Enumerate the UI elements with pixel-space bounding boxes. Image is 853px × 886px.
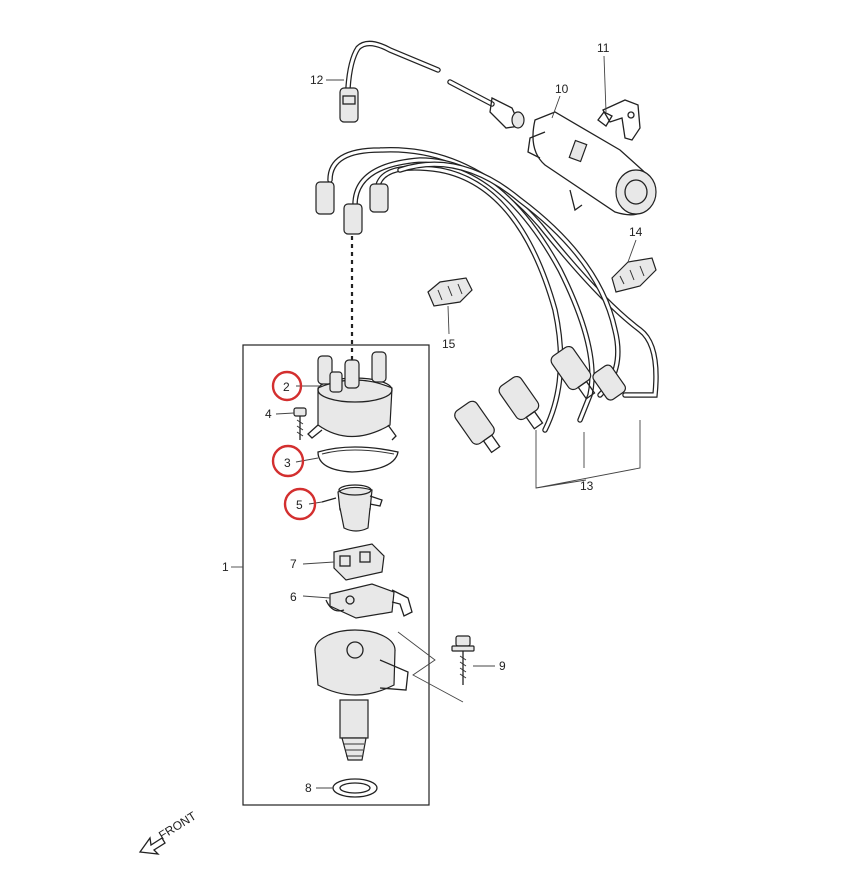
o-ring [332,778,378,798]
front-direction-indicator: FRONT [138,808,199,855]
callout-8: 8 [305,781,312,795]
callout-4: 4 [265,407,272,421]
callout-11: 11 [597,41,610,55]
callout-5: 5 [296,498,303,512]
callout-6: 6 [290,590,297,604]
front-label: FRONT [156,808,199,842]
front-arrow-icon [138,836,166,855]
callout-leaders [231,55,641,789]
callout-labels: 1 2 3 4 5 6 7 8 9 10 11 12 13 14 15 [222,41,643,795]
callout-13: 13 [580,479,594,493]
pickup-plate-6 [325,583,413,619]
distributor-rotor [321,484,383,532]
callout-2: 2 [283,380,290,394]
callout-12: 12 [310,73,324,87]
cable-clamp-15 [427,277,473,307]
callout-15: 15 [442,337,456,351]
callout-1: 1 [222,560,229,574]
callout-14: 14 [629,225,643,239]
bolt-9-position-leader [397,631,464,703]
cap-gasket [317,446,399,473]
coil-high-tension-lead [339,40,525,129]
highlight-circle-3 [271,444,305,478]
distributor-housing [314,629,409,761]
callout-9: 9 [499,659,506,673]
ignition-coil [527,111,657,216]
callout-7: 7 [290,557,297,571]
highlight-circles [271,370,317,521]
distributor-assembly-frame [242,344,430,806]
distributor-mount-bolt [451,635,475,685]
highlight-circle-5 [283,487,317,521]
ignition-module-7 [333,543,385,581]
cap-bolt [293,407,307,440]
callout-3: 3 [284,456,291,470]
callout-10: 10 [555,82,569,96]
distributor-cap [307,351,397,441]
coil-bracket [597,99,641,141]
spark-plug-cable-set [315,146,659,454]
highlight-circle-2 [271,370,303,402]
cable-clamp-14 [611,257,657,293]
